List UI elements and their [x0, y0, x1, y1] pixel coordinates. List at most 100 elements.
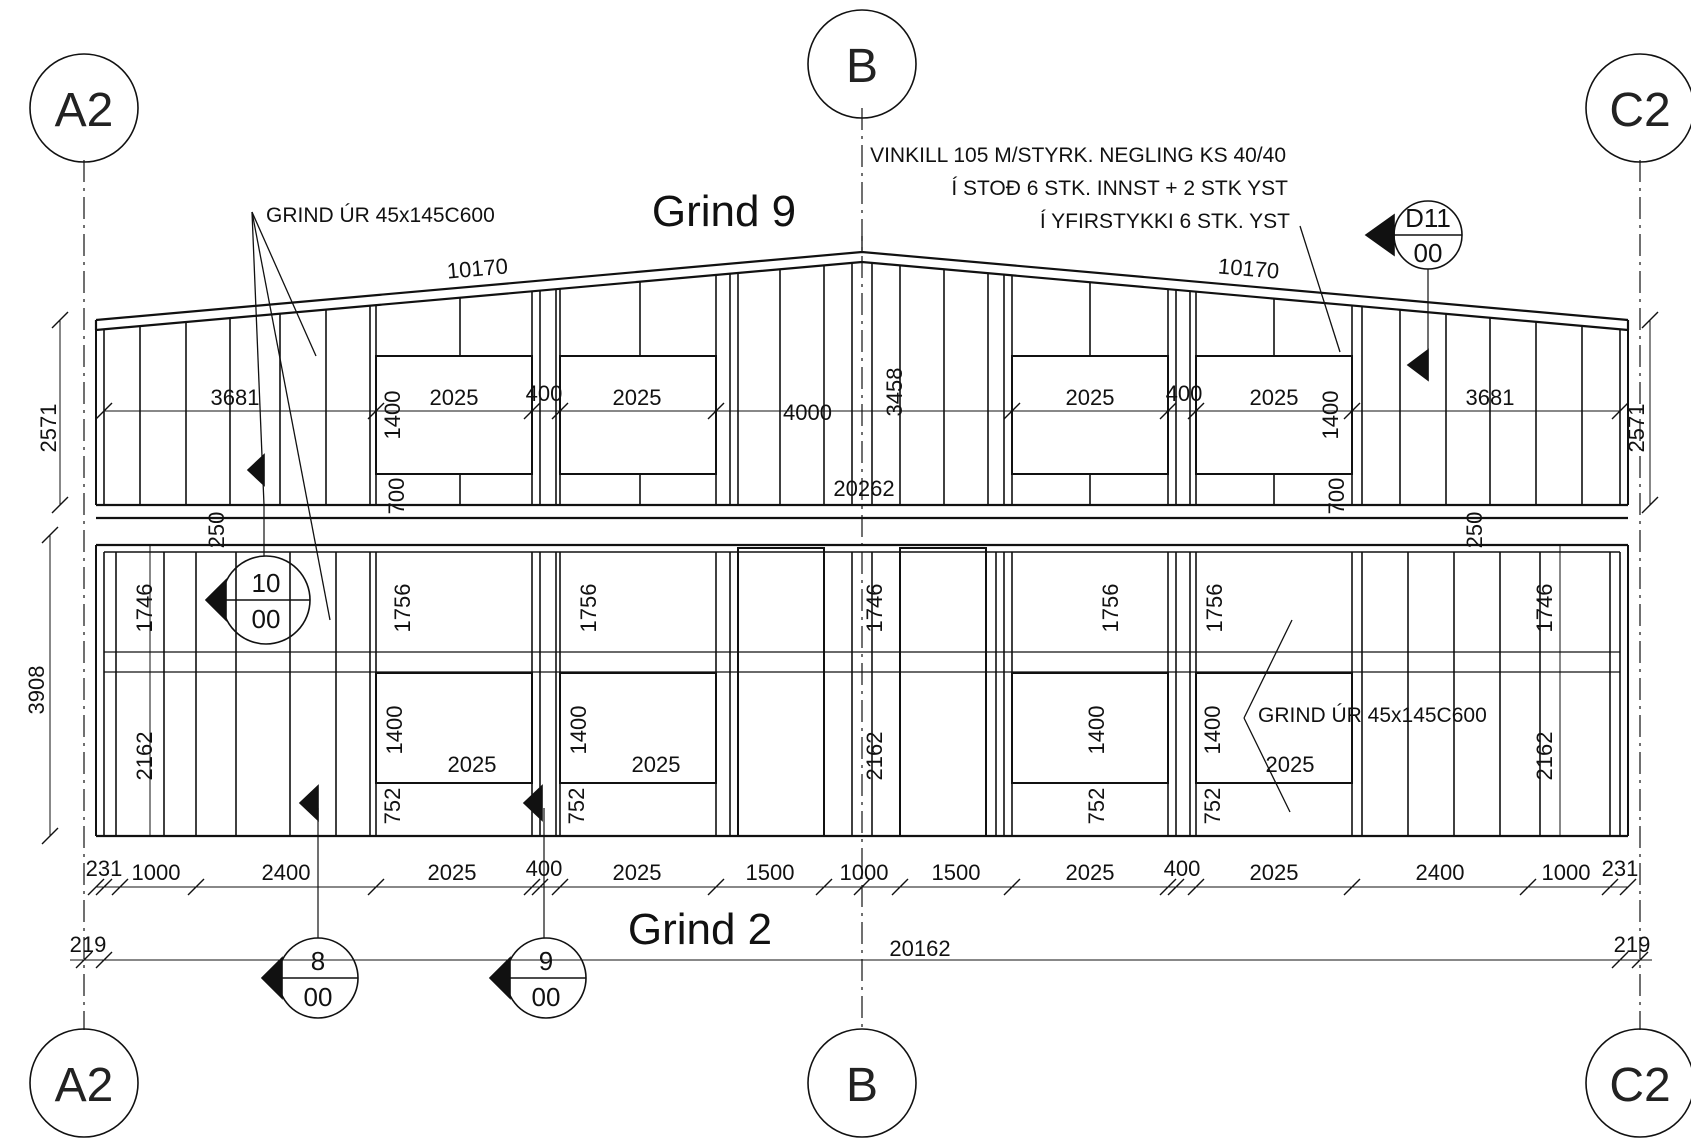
- dim-tick: [1519, 878, 1537, 896]
- door-opening: [899, 547, 987, 837]
- dim-label: 10170: [1217, 253, 1280, 283]
- dim-tick: [95, 878, 113, 896]
- level-markers: [248, 455, 264, 485]
- dim-tick: [1641, 311, 1659, 329]
- dim-tick: [75, 951, 93, 969]
- dim-label: 250: [204, 512, 229, 549]
- dim-label: 1400: [1084, 706, 1109, 755]
- grid-bubble-b-top: B: [807, 9, 917, 119]
- dim-label: 3458: [882, 368, 907, 417]
- dim-tick: [1187, 402, 1205, 420]
- dim-label: 2571: [36, 404, 61, 453]
- grid-label: B: [846, 1059, 878, 1112]
- window-opening: [1195, 355, 1353, 475]
- dim-label: 2025: [613, 385, 662, 410]
- dim-tick: [51, 311, 69, 329]
- upper-window-openings: [375, 355, 1353, 475]
- dim-label: 219: [70, 932, 107, 957]
- dim-label: 400: [1164, 856, 1201, 881]
- grid-bubble-a2-bottom: A2: [29, 1028, 139, 1138]
- section-number: 8: [311, 946, 325, 976]
- dim-label: 1756: [390, 584, 415, 633]
- dim-tick: [1343, 402, 1361, 420]
- grid-label: A2: [55, 84, 114, 137]
- dim-label: 1400: [1200, 706, 1225, 755]
- section-number: 9: [539, 946, 553, 976]
- dim-tick: [1601, 878, 1619, 896]
- dim-label: 1400: [380, 391, 405, 440]
- dim-tick: [51, 496, 69, 514]
- dim-tick: [707, 402, 725, 420]
- dim-label: 1756: [1202, 584, 1227, 633]
- dim-tick: [551, 878, 569, 896]
- dim-tick: [1187, 878, 1205, 896]
- dim-label: 1400: [566, 706, 591, 755]
- upper-studs: [139, 262, 1583, 505]
- note-grind-upper: GRIND ÚR 45x145C600: [266, 204, 495, 227]
- window-opening: [1011, 672, 1169, 784]
- lower-dimension-labels: 3908 1746 1756 1756 1746 1756 1756 1746 …: [24, 584, 1557, 825]
- dim-tick: [1619, 878, 1637, 896]
- title-upper: Grind 9: [652, 187, 796, 236]
- dim-label: 20262: [833, 476, 894, 501]
- dim-label: 231: [1602, 856, 1639, 881]
- dim-label: 1000: [132, 860, 181, 885]
- dim-label: 2400: [1416, 860, 1465, 885]
- section-number: 10: [252, 568, 281, 598]
- dim-label: 400: [1166, 381, 1203, 406]
- dim-label: 752: [564, 788, 589, 825]
- dim-label: 219: [1614, 932, 1651, 957]
- dimension-ticks: [41, 311, 1659, 969]
- grid-label: C2: [1609, 1059, 1670, 1112]
- dim-tick: [523, 878, 541, 896]
- dim-label: 2025: [632, 752, 681, 777]
- section-number: D11: [1405, 203, 1451, 233]
- lower-openings: [375, 547, 1353, 837]
- dim-label: 1746: [862, 584, 887, 633]
- dim-label: 2162: [132, 732, 157, 781]
- dim-label: 20162: [889, 936, 950, 961]
- dim-label: 1400: [1318, 391, 1343, 440]
- dim-label: 752: [1200, 788, 1225, 825]
- dim-tick: [707, 878, 725, 896]
- dim-tick: [1611, 402, 1629, 420]
- grid-bubble-a2-top: A2: [29, 53, 139, 163]
- dim-tick: [1159, 878, 1177, 896]
- dim-label: 752: [1084, 788, 1109, 825]
- dim-tick: [187, 878, 205, 896]
- dim-label: 2571: [1624, 404, 1649, 453]
- window-opening: [559, 672, 717, 784]
- dim-label: 4000: [783, 400, 832, 425]
- dim-tick: [853, 878, 871, 896]
- dim-tick: [1631, 951, 1649, 969]
- dim-label: 1400: [382, 706, 407, 755]
- dim-label: 2025: [1066, 385, 1115, 410]
- dim-label: 2025: [1266, 752, 1315, 777]
- dim-label: 250: [1462, 512, 1487, 549]
- dim-tick: [1641, 496, 1659, 514]
- dim-tick: [523, 402, 541, 420]
- note-vinkill-1: VINKILL 105 M/STYRK. NEGLING KS 40/40: [870, 144, 1286, 167]
- dim-label: 2025: [1250, 860, 1299, 885]
- title-lower: Grind 2: [628, 905, 772, 954]
- lower-wall-frame: [95, 543, 1629, 838]
- dim-tick: [551, 402, 569, 420]
- dim-label: 752: [380, 788, 405, 825]
- dim-label: 10170: [446, 253, 509, 283]
- grid-label: B: [846, 40, 878, 93]
- window-opening: [559, 355, 717, 475]
- dim-label: 3908: [24, 666, 49, 715]
- dim-label: 2162: [862, 732, 887, 781]
- dim-label: 1000: [840, 860, 889, 885]
- dim-tick: [95, 951, 113, 969]
- dim-label: 3681: [211, 385, 260, 410]
- dimension-lines: [49, 320, 1652, 961]
- dim-tick: [815, 878, 833, 896]
- note-vinkill-3: Í YFIRSTYKKI 6 STK. YST: [1040, 210, 1290, 233]
- window-opening: [1011, 355, 1169, 475]
- grid-bubble-c2-bottom: C2: [1585, 1028, 1691, 1138]
- dim-tick: [531, 878, 549, 896]
- dim-label: 1000: [1542, 860, 1591, 885]
- dim-label: 2400: [262, 860, 311, 885]
- window-opening: [375, 672, 533, 784]
